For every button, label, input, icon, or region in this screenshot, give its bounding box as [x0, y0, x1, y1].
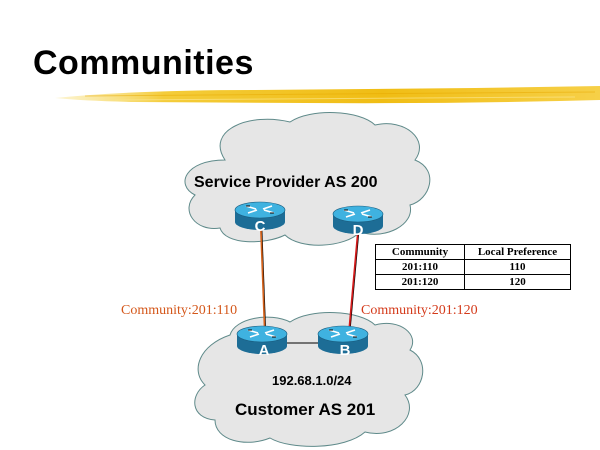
table-row: 201:120 120	[375, 274, 571, 290]
header-community: Community	[375, 244, 465, 260]
header-local-preference: Local Preference	[464, 244, 571, 260]
router-b-label: B	[340, 342, 351, 359]
cell-local-preference: 120	[464, 274, 571, 290]
router-a-icon[interactable]	[236, 325, 288, 354]
link-d-b-shadow	[349, 231, 360, 334]
table-header-row: Community Local Preference	[375, 244, 571, 260]
link-c-a-shadow	[261, 227, 267, 337]
link-c-a	[260, 227, 266, 337]
router-b-icon[interactable]	[317, 325, 369, 354]
router-d-icon[interactable]	[332, 205, 384, 234]
link-d-b	[348, 231, 359, 334]
router-d-label: D	[353, 222, 364, 239]
router-a-label: A	[259, 342, 270, 359]
slide-title: Communities	[33, 44, 254, 82]
local-preference-table: Community Local Preference 201:110 110 2…	[375, 244, 571, 290]
router-c-label: C	[255, 218, 266, 235]
cell-local-preference: 110	[464, 259, 571, 275]
customer-cloud-label: Customer AS 201	[235, 400, 376, 419]
community-annotation-d-b: Community:201:120	[361, 303, 478, 318]
router-c-icon[interactable]	[234, 201, 286, 230]
community-annotation-c-a: Community:201:110	[121, 303, 238, 318]
customer-prefix-label: 192.68.1.0/24	[272, 373, 352, 388]
title-underline-brush	[55, 86, 600, 104]
provider-cloud-label: Service Provider AS 200	[194, 174, 378, 191]
table-row: 201:110 110	[375, 259, 571, 275]
cell-community: 201:110	[375, 259, 465, 275]
cell-community: 201:120	[375, 274, 465, 290]
